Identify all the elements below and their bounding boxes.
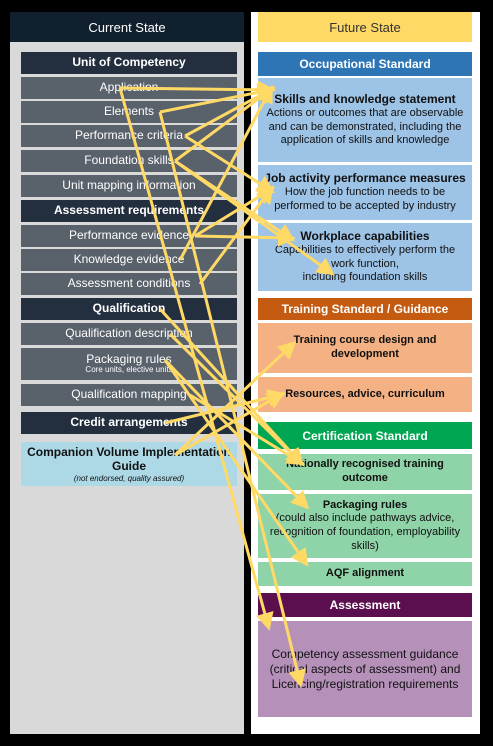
job-activity-desc: How the job function needs to be perform… bbox=[274, 186, 456, 212]
job-activity-box: Job activity performance measures How th… bbox=[258, 165, 472, 220]
skills-knowledge-desc: Actions or outcomes that are observable … bbox=[266, 106, 464, 147]
companion-volume-box: Companion Volume Implementation Guide (n… bbox=[21, 442, 237, 486]
arrow-elements-to-skills bbox=[159, 83, 276, 114]
arrow-companion-to-training_course bbox=[173, 340, 297, 457]
competency-assessment-title: Competency assessment guidance bbox=[271, 646, 459, 661]
resources-box: Resources, advice, curriculum bbox=[258, 377, 472, 412]
qualification-mapping-box: Qualification mapping bbox=[21, 384, 237, 406]
packaging-rules-label: Packaging rules bbox=[86, 352, 172, 366]
resources-label: Resources, advice, curriculum bbox=[285, 387, 445, 400]
performance-criteria-box: Performance criteria bbox=[21, 125, 237, 147]
arrow-assessment_conditions-to-job bbox=[198, 185, 274, 285]
unit-mapping-box: Unit mapping information bbox=[21, 175, 237, 197]
assessment-heading: Assessment bbox=[258, 593, 472, 617]
workplace-capabilities-title: Workplace capabilities bbox=[300, 228, 430, 243]
arrow-performance_criteria-to-job bbox=[184, 134, 276, 194]
arrow-elements-to-licencing bbox=[158, 111, 306, 688]
workplace-capabilities-desc1: Capabilities to effectively perform the … bbox=[274, 243, 456, 270]
companion-volume-note: (not endorsed, quality assured) bbox=[73, 473, 185, 483]
arrow-performance_evidence-to-workplace bbox=[194, 228, 296, 247]
nationally-recognised-label: Nationally recognised training outcome bbox=[286, 458, 444, 484]
occupational-standard-heading: Occupational Standard bbox=[258, 52, 472, 76]
licencing-label: Licencing/registration requirements bbox=[271, 676, 459, 691]
future-state-header: Future State bbox=[258, 12, 472, 42]
unit-of-competency-heading: Unit of Competency bbox=[21, 52, 237, 74]
current-state-header: Current State bbox=[10, 12, 244, 42]
arrow-foundation_skills-to-workplace_foundation bbox=[174, 159, 335, 276]
arrow-packaging_rules-to-packaging bbox=[163, 358, 310, 510]
aqf-alignment-label: AQF alignment bbox=[325, 567, 405, 580]
arrow-foundation_skills-to-skills bbox=[174, 86, 275, 163]
assessment-conditions-box: Assessment conditions bbox=[21, 273, 237, 295]
arrow-packaging_rules-to-aqf bbox=[163, 359, 309, 567]
training-standard-heading: Training Standard / Guidance bbox=[258, 298, 472, 320]
skills-knowledge-title: Skills and knowledge statement bbox=[274, 91, 456, 106]
arrow-application-to-skills bbox=[119, 80, 276, 99]
qualification-description-box: Qualification description bbox=[21, 323, 237, 345]
arrow-qualification_mapping-to-national bbox=[189, 393, 306, 466]
job-activity-title: Job activity performance measures bbox=[264, 171, 466, 186]
critical-aspects-label: (critical aspects of assessment) and bbox=[269, 661, 461, 676]
training-course-label: Training course design and development bbox=[293, 334, 437, 360]
certification-standard-heading: Certification Standard bbox=[258, 422, 472, 449]
packaging-rules-future-desc: (could also include pathways advice, rec… bbox=[269, 512, 461, 552]
arrow-knowledge_evidence-to-skills bbox=[178, 84, 273, 261]
packaging-rules-sublabel: Core units, elective units bbox=[85, 365, 173, 375]
packaging-rules-future-title: Packaging rules bbox=[322, 498, 408, 511]
arrow-qualification-to-national bbox=[158, 307, 305, 467]
arrow-companion-to-resources bbox=[174, 392, 286, 457]
skills-knowledge-box: Skills and knowledge statement Actions o… bbox=[258, 78, 472, 162]
